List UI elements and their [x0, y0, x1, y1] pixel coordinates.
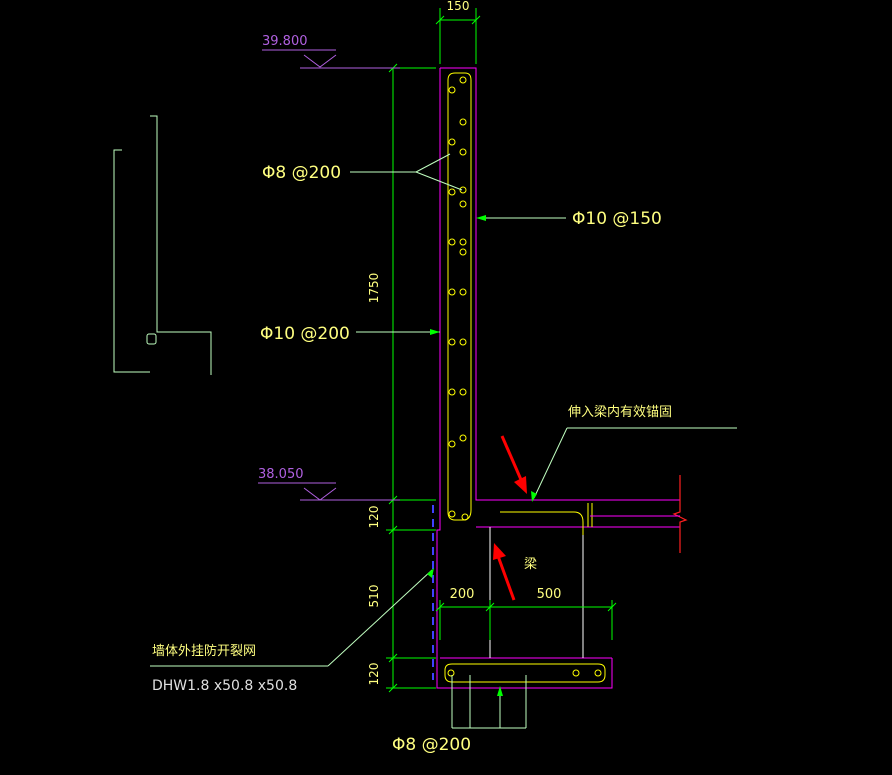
rebar-dot	[448, 338, 456, 346]
red-arrow-icon	[493, 435, 527, 601]
elevation-top-text: 39.800	[262, 34, 308, 49]
rebar-dot	[572, 669, 580, 677]
rebar-dot	[594, 669, 602, 677]
elevation-bottom-text: 38.050	[258, 467, 304, 482]
dim-beam-width: 500	[537, 587, 562, 602]
rebar-dot	[448, 138, 456, 146]
wall-outline	[436, 67, 680, 689]
rebar-dot	[448, 288, 456, 296]
rebar-dot	[459, 186, 467, 194]
rebar-dot	[448, 388, 456, 396]
dim-beam-offset: 200	[450, 587, 475, 602]
rebar-dot	[459, 434, 467, 442]
anchorage-note: 伸入梁内有效锚固	[568, 404, 672, 420]
dim-parapet-height: 1750	[367, 273, 381, 304]
leader-lines	[150, 153, 737, 729]
dim-slab-thickness: 120	[367, 506, 381, 529]
dim-beam-depth: 510	[367, 585, 381, 608]
wall-longitudinal-bars	[448, 76, 469, 521]
leader-arrowheads	[427, 215, 537, 696]
detached-rebar-shape	[113, 115, 212, 375]
rebar-dot	[459, 248, 467, 256]
rebar-bottom-label: Φ8 @200	[392, 735, 471, 755]
rebar-dot	[459, 388, 467, 396]
rebar-dot	[447, 669, 455, 677]
rebar-dot	[448, 510, 456, 518]
slab-longitudinal-bars	[447, 669, 602, 677]
rebar-dot	[459, 288, 467, 296]
bottom-slab-rebar	[444, 663, 606, 683]
rebar-dot	[448, 86, 456, 94]
mesh-spec: DHW1.8 x50.8 x50.8	[152, 678, 297, 694]
mesh-note: 墙体外挂防开裂网	[152, 643, 256, 659]
rebar-dot	[459, 238, 467, 246]
dim-wall-thickness: 150	[447, 0, 470, 13]
rebar-dot	[459, 148, 467, 156]
rebar-dot	[459, 338, 467, 346]
rebar-dot	[461, 513, 469, 521]
rebar-dot	[448, 238, 456, 246]
beam-label: 梁	[524, 557, 537, 572]
rebar-outer-mid-label: Φ10 @200	[260, 324, 350, 344]
beam-rebar	[500, 503, 593, 535]
dimension-lines	[386, 8, 617, 693]
dim-bottom-thickness: 120	[367, 663, 381, 686]
rebar-dot	[448, 440, 456, 448]
elevation-marker-bottom	[258, 482, 400, 501]
rebar-dot	[448, 188, 456, 196]
elevation-marker-top	[262, 49, 400, 69]
rebar-dot	[459, 200, 467, 208]
wall-rebar-cage	[447, 72, 472, 521]
rebar-inner-label: Φ8 @200	[262, 163, 341, 183]
rebar-dot	[459, 76, 467, 84]
rebar-outer-top-label: Φ10 @150	[572, 209, 662, 229]
break-line-icon	[672, 475, 688, 553]
rebar-dot	[459, 118, 467, 126]
